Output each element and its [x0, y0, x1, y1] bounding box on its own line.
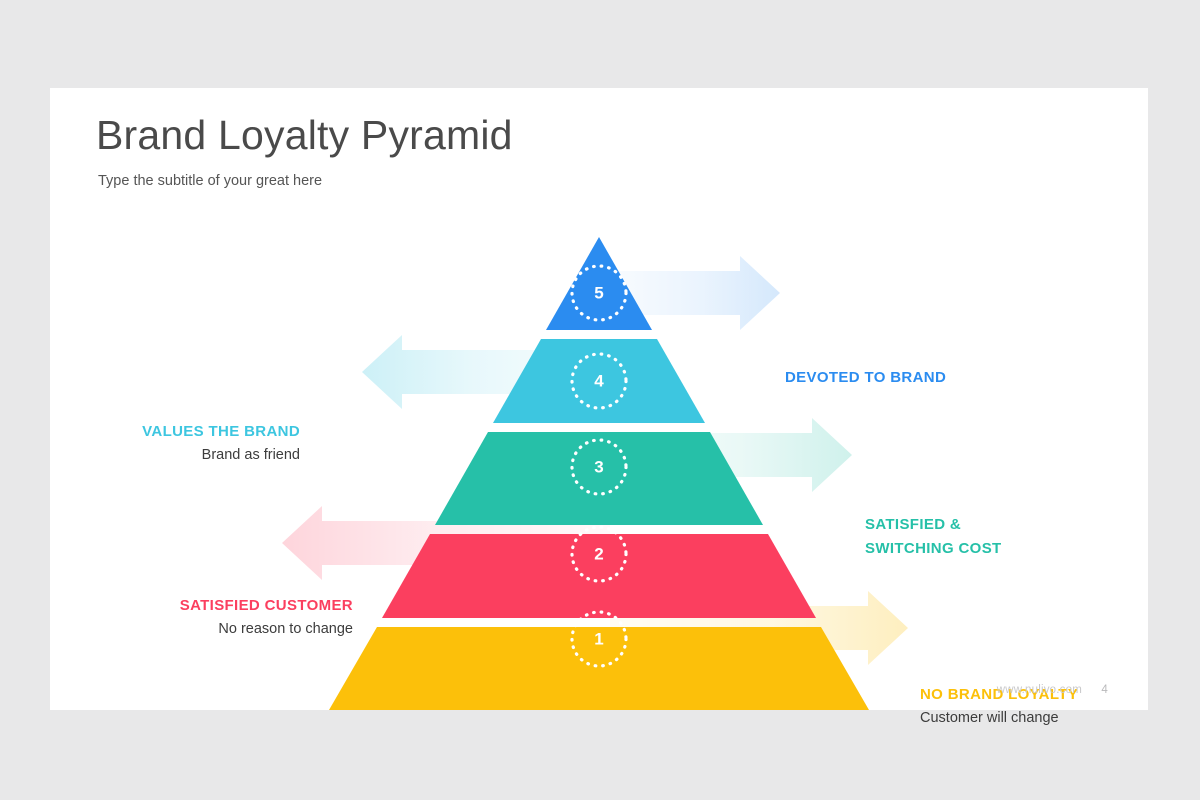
badge-level-5: 5 — [570, 264, 628, 322]
label-level-3-title: SATISFIED & — [865, 516, 962, 533]
badge-level-2: 2 — [570, 525, 628, 583]
svg-text:2: 2 — [594, 545, 603, 564]
label-level-3: SATISFIED & SWITCHING COST — [865, 513, 1002, 561]
badge-level-1: 1 — [570, 610, 628, 668]
label-level-2-subtitle: No reason to change — [218, 621, 353, 637]
svg-text:4: 4 — [594, 372, 604, 391]
label-level-4: VALUES THE BRAND Brand as friend — [142, 420, 300, 466]
label-level-2-title: SATISFIED CUSTOMER — [179, 597, 353, 614]
label-level-3-title-line2: SWITCHING COST — [865, 540, 1002, 557]
label-level-1-subtitle: Customer will change — [920, 710, 1059, 726]
label-level-2: SATISFIED CUSTOMER No reason to change — [180, 594, 353, 640]
slide-canvas: Brand Loyalty Pyramid Type the subtitle … — [50, 88, 1148, 726]
page-subtitle: Type the subtitle of your great here — [98, 173, 323, 189]
pyramid-level-3[interactable] — [435, 432, 763, 525]
svg-text:1: 1 — [594, 630, 603, 649]
slide-footer: www.nulivo.com 4 — [997, 684, 1108, 696]
pyramid-diagram: 5 4 3 2 1 DEVOTED TO BRAND VAL — [50, 88, 1148, 726]
label-level-1-title: NO BRAND LOYALTY — [920, 686, 1079, 703]
footer-page-number: 4 — [1101, 684, 1108, 696]
label-level-5: DEVOTED TO BRAND — [785, 366, 946, 390]
label-level-5-title: DEVOTED TO BRAND — [785, 369, 947, 386]
pyramid-level-5[interactable] — [546, 237, 652, 330]
page-title: Brand Loyalty Pyramid — [96, 112, 513, 158]
footer-website: www.nulivo.com — [996, 684, 1082, 696]
arrow-right-level-5 — [610, 256, 780, 330]
svg-text:5: 5 — [594, 284, 603, 303]
label-level-4-title: VALUES THE BRAND — [142, 423, 300, 440]
label-level-1: NO BRAND LOYALTY Customer will change — [920, 683, 1078, 729]
badge-level-4: 4 — [570, 352, 628, 410]
pyramid-level-4[interactable] — [493, 339, 705, 423]
badge-level-3: 3 — [570, 438, 628, 496]
pyramid-svg: 5 4 3 2 1 — [282, 237, 908, 710]
pyramid-level-2[interactable] — [382, 534, 816, 618]
label-level-4-subtitle: Brand as friend — [201, 447, 300, 463]
pyramid-level-1[interactable] — [329, 627, 869, 710]
svg-text:3: 3 — [594, 458, 603, 477]
